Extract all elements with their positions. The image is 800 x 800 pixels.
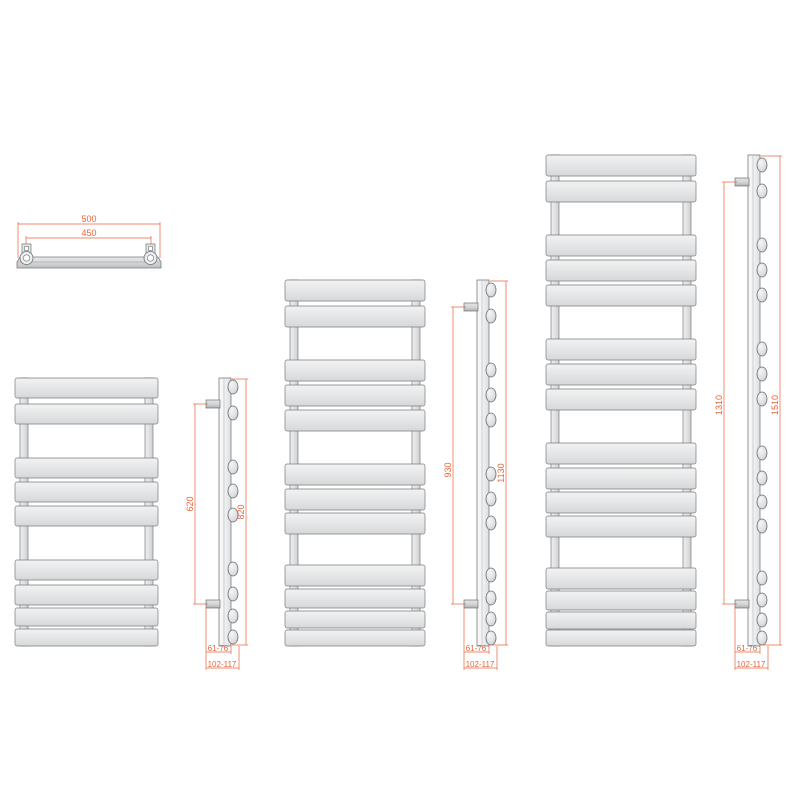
model-3-dim-1510: 1510: [761, 155, 782, 646]
model-3-front-view: [545, 154, 697, 647]
model-1-front-view: [14, 377, 159, 647]
top-view-bracket-left: [19, 243, 34, 265]
model-1-side-view: 620 820 61-76 102-117: [185, 377, 248, 670]
model-3-side-view: 1310 1510 61-76 102-117: [714, 154, 782, 670]
model-3-wall-brackets: [734, 177, 750, 609]
model-2-dim-depth-max-label: 102-117: [466, 660, 495, 669]
model-3-dim-1510-label: 1510: [770, 395, 780, 415]
model-3-bars: [545, 154, 697, 647]
model-2-bars: [284, 279, 426, 647]
model-1-wall-brackets: [205, 399, 221, 609]
top-view: 500 450: [16, 214, 162, 269]
model-1-dim-depth-max-label: 102-117: [208, 660, 237, 669]
model-2-dim-1130: 1130: [490, 280, 508, 646]
model-1-dim-depth-max: 102-117: [205, 646, 240, 670]
model-3-dim-1310-label: 1310: [714, 395, 724, 415]
model-2-dim-depth-min-label: 61-76: [466, 644, 487, 653]
model-3-dim-depth-max: 102-117: [734, 646, 769, 670]
model-1-dim-820: 820: [232, 378, 248, 646]
model-1-dim-820-label: 820: [236, 504, 246, 519]
model-2-bar-ends: [485, 282, 497, 646]
top-view-dim-450: 450: [25, 228, 152, 252]
model-1-dim-depth-min: 61-76: [205, 608, 232, 654]
model-2-dim-1130-label: 1130: [496, 463, 506, 482]
model-3-dim-depth-max-label: 102-117: [737, 660, 766, 669]
model-3-dim-depth-min-label: 61-76: [737, 644, 758, 653]
model-1-dim-depth-min-label: 61-76: [208, 644, 229, 653]
top-view-bracket-right: [143, 243, 158, 265]
top-view-rail: [16, 256, 162, 269]
model-2-wall-brackets: [463, 302, 479, 609]
model-1-bar-ends: [227, 379, 239, 645]
top-view-dim-500-label: 500: [81, 214, 96, 224]
model-2-side-view: 930 1130 61-76 102-117: [443, 279, 508, 670]
model-1-dim-620: 620: [185, 403, 208, 605]
model-1-dim-620-label: 620: [185, 496, 195, 511]
model-2-dim-930: 930: [443, 306, 466, 605]
model-2-dim-depth-max: 102-117: [463, 646, 498, 670]
model-3-dim-1310: 1310: [714, 181, 737, 605]
top-view-dim-500: 500: [17, 214, 161, 258]
model-1-bars: [14, 377, 159, 647]
model-2-front-view: [284, 279, 426, 647]
model-2-dim-depth-min: 61-76: [463, 608, 490, 654]
top-view-dim-450-label: 450: [81, 228, 96, 238]
model-2-dim-930-label: 930: [443, 462, 453, 477]
model-3-dim-depth-min: 61-76: [734, 608, 761, 654]
model-3-bar-ends: [756, 157, 768, 646]
